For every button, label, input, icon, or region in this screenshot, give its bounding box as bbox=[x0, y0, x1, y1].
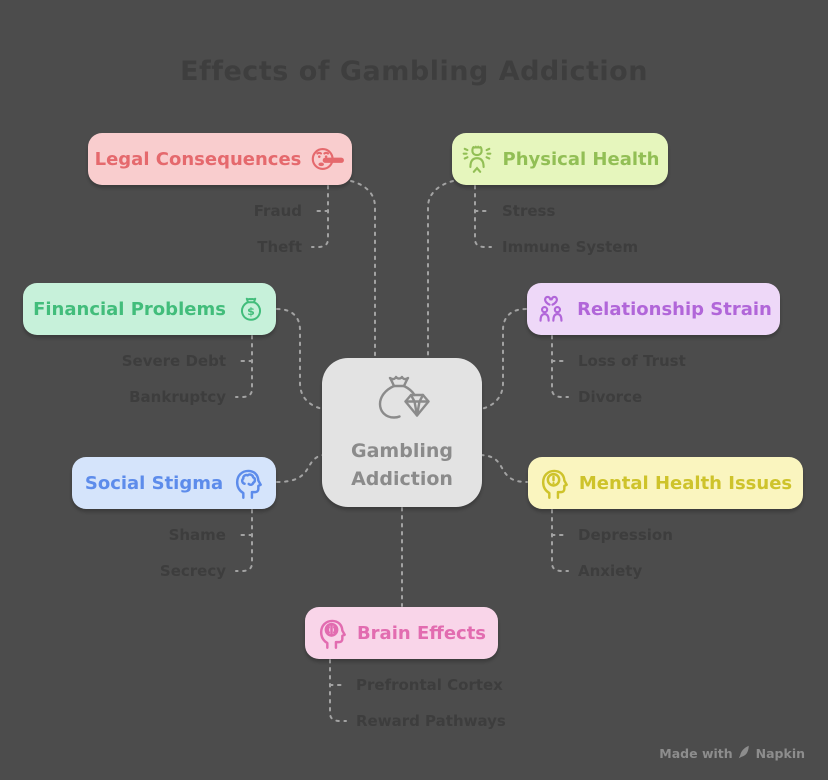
energized-person-icon bbox=[461, 144, 493, 174]
sub-label-loss-of-trust[interactable]: Loss of Trust bbox=[578, 352, 686, 370]
node-label: Relationship Strain bbox=[577, 298, 772, 320]
broken-heart-couple-icon bbox=[535, 294, 567, 324]
sub-label-anxiety[interactable]: Anxiety bbox=[578, 562, 643, 580]
sub-label-depression[interactable]: Depression bbox=[578, 526, 673, 544]
connector-financial-center bbox=[276, 308, 324, 410]
sub-label-divorce[interactable]: Divorce bbox=[578, 388, 643, 406]
node-mental-health-issues[interactable]: Mental Health Issues bbox=[528, 457, 803, 509]
sub-label-theft[interactable]: Theft bbox=[257, 238, 302, 256]
napkin-logo-icon bbox=[738, 745, 751, 762]
money-bag-diamond-icon bbox=[369, 372, 435, 430]
svg-text:$: $ bbox=[247, 305, 255, 318]
connector-legal-children bbox=[311, 185, 329, 248]
money-bag-icon: $ bbox=[236, 295, 266, 323]
head-brain-icon bbox=[233, 467, 263, 499]
node-label: Brain Effects bbox=[356, 622, 487, 644]
connector-physical-center bbox=[427, 180, 454, 358]
node-label: Legal Consequences bbox=[94, 148, 302, 170]
napkin-watermark[interactable]: Made with Napkin bbox=[659, 745, 805, 762]
connector-legal-center bbox=[350, 180, 376, 358]
connector-financial-children bbox=[235, 335, 253, 398]
sub-label-fraud[interactable]: Fraud bbox=[253, 202, 302, 220]
connector-social-center bbox=[276, 454, 324, 483]
node-label: Physical Health bbox=[502, 148, 660, 170]
connector-mental-center bbox=[480, 454, 528, 483]
connector-brain-children bbox=[329, 659, 347, 722]
node-legal-consequences[interactable]: Legal Consequences bbox=[88, 133, 352, 185]
lying-face-icon bbox=[311, 146, 345, 172]
node-relationship-strain[interactable]: Relationship Strain bbox=[527, 283, 780, 335]
page-title: Effects of Gambling Addiction bbox=[180, 56, 648, 87]
head-brain-circle-icon bbox=[317, 617, 347, 649]
connector-physical-children bbox=[474, 185, 492, 248]
sub-label-stress[interactable]: Stress bbox=[502, 202, 556, 220]
sub-label-severe-debt[interactable]: Severe Debt bbox=[121, 352, 226, 370]
node-label: Financial Problems bbox=[33, 298, 226, 320]
sub-label-bankruptcy[interactable]: Bankruptcy bbox=[129, 388, 226, 406]
node-gambling-addiction-center[interactable]: Gambling Addiction bbox=[322, 358, 482, 507]
node-label: Mental Health Issues bbox=[578, 472, 793, 494]
connector-relationship-center bbox=[480, 308, 527, 410]
sub-label-prefrontal-cortex[interactable]: Prefrontal Cortex bbox=[356, 676, 503, 694]
node-brain-effects[interactable]: Brain Effects bbox=[305, 607, 498, 659]
node-financial-problems[interactable]: Financial Problems $ bbox=[23, 283, 276, 335]
sub-label-shame[interactable]: Shame bbox=[168, 526, 226, 544]
node-social-stigma[interactable]: Social Stigma bbox=[72, 457, 276, 509]
sub-label-reward-pathways[interactable]: Reward Pathways bbox=[356, 712, 506, 730]
node-label: Social Stigma bbox=[84, 472, 224, 494]
center-node-label: Gambling Addiction bbox=[351, 439, 453, 490]
connector-mental-children bbox=[551, 509, 569, 572]
connector-relationship-children bbox=[551, 335, 569, 398]
sub-label-immune-system[interactable]: Immune System bbox=[502, 238, 639, 256]
node-physical-health[interactable]: Physical Health bbox=[452, 133, 668, 185]
sub-label-secrecy[interactable]: Secrecy bbox=[159, 562, 226, 580]
watermark-prefix: Made with bbox=[659, 746, 733, 761]
connector-social-children bbox=[235, 509, 253, 572]
head-exclamation-icon bbox=[539, 467, 569, 499]
watermark-brand: Napkin bbox=[755, 746, 805, 761]
